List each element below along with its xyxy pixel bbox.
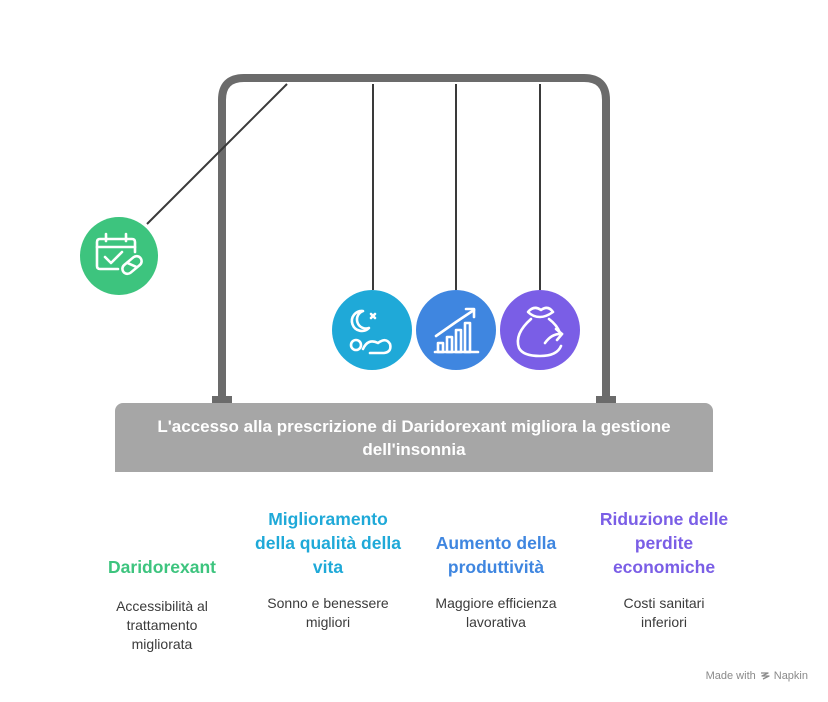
made-with-napkin-footer: Made with Napkin [706,670,808,682]
frame-foot-right [596,396,616,403]
made-with-label: Made with [705,670,756,682]
string-1 [146,83,288,225]
napkin-logo-icon [760,672,770,680]
item-title: Daridorexant [108,557,216,577]
napkin-brand-label: Napkin [773,670,808,682]
item-description: Costi sanitari inferiori [623,595,705,630]
frame-foot-left [212,396,232,403]
calendar-check-pill-icon [80,217,158,295]
item-description: Maggiore efficienza lavorativa [435,595,557,630]
headline-text: L'accesso alla prescrizione di Daridorex… [157,416,671,459]
item-title: Aumento della produttività [435,533,557,577]
item-description: Sonno e benessere migliori [267,595,389,630]
cradle-frame [218,74,610,401]
item-description: Accessibilità al trattamento migliorata [116,598,208,652]
headline-banner: L'accesso alla prescrizione di Daridorex… [115,403,713,472]
item-title: Miglioramento della qualità della vita [255,509,401,577]
item-title: Riduzione delle perdite economiche [599,509,729,577]
bar-chart-growth-icon [416,290,496,370]
money-bag-icon [500,290,580,370]
sleeping-person-moon-icon [332,290,412,370]
